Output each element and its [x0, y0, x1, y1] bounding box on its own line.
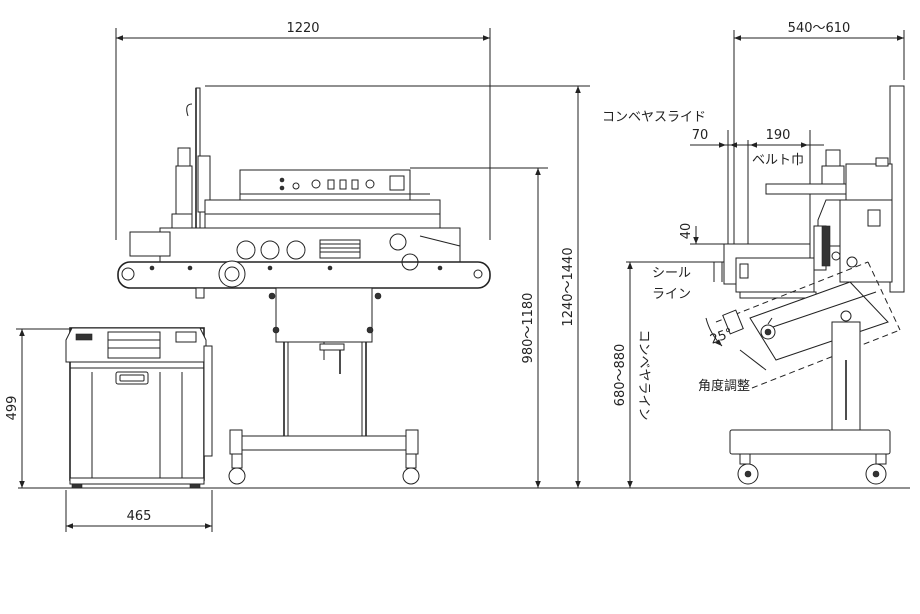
dim-cabinet-width: 465: [65, 490, 213, 532]
seal-line-label-2: ライン: [652, 287, 691, 302]
dim-overall-height-label: 1240～1440: [561, 247, 576, 326]
side-view-machine: 25° 角度調整: [698, 85, 905, 485]
dim-cabinet-width-label: 465: [127, 509, 152, 524]
dim-overall-width-label: 1220: [286, 21, 319, 36]
dim-belt-width-label: 190: [766, 128, 791, 143]
dim-conveyor-line-height: 680～880 コンベヤライン: [613, 262, 651, 488]
dim-conveyor-line-height-label: 680～880: [613, 344, 628, 407]
conveyor-line-label: コンベヤライン: [636, 329, 651, 420]
front-view-machine: [117, 87, 491, 485]
dim-cabinet-height-label: 499: [5, 396, 20, 421]
dim-table-height: 980～1180: [410, 167, 548, 488]
control-cabinet: [65, 327, 213, 489]
dim-table-height-label: 980～1180: [521, 293, 536, 364]
dim-overall-width: 1220: [115, 21, 491, 240]
dim-conveyor-offset-label: 70: [692, 128, 709, 143]
dim-overall-height: 1240～1440: [205, 85, 590, 488]
dim-cart-width: 540～610: [733, 21, 905, 244]
seal-line-label-1: シール: [652, 266, 691, 281]
belt-width-label: ベルト巾: [752, 153, 804, 168]
conveyor-slide-label: コンベヤスライド: [602, 110, 706, 125]
dim-cart-width-label: 540～610: [788, 21, 851, 36]
dim-seal-height-label: 40: [679, 223, 694, 240]
angle-adjust-label: 角度調整: [698, 378, 750, 394]
tilt-angle-label: 25°: [708, 326, 735, 348]
